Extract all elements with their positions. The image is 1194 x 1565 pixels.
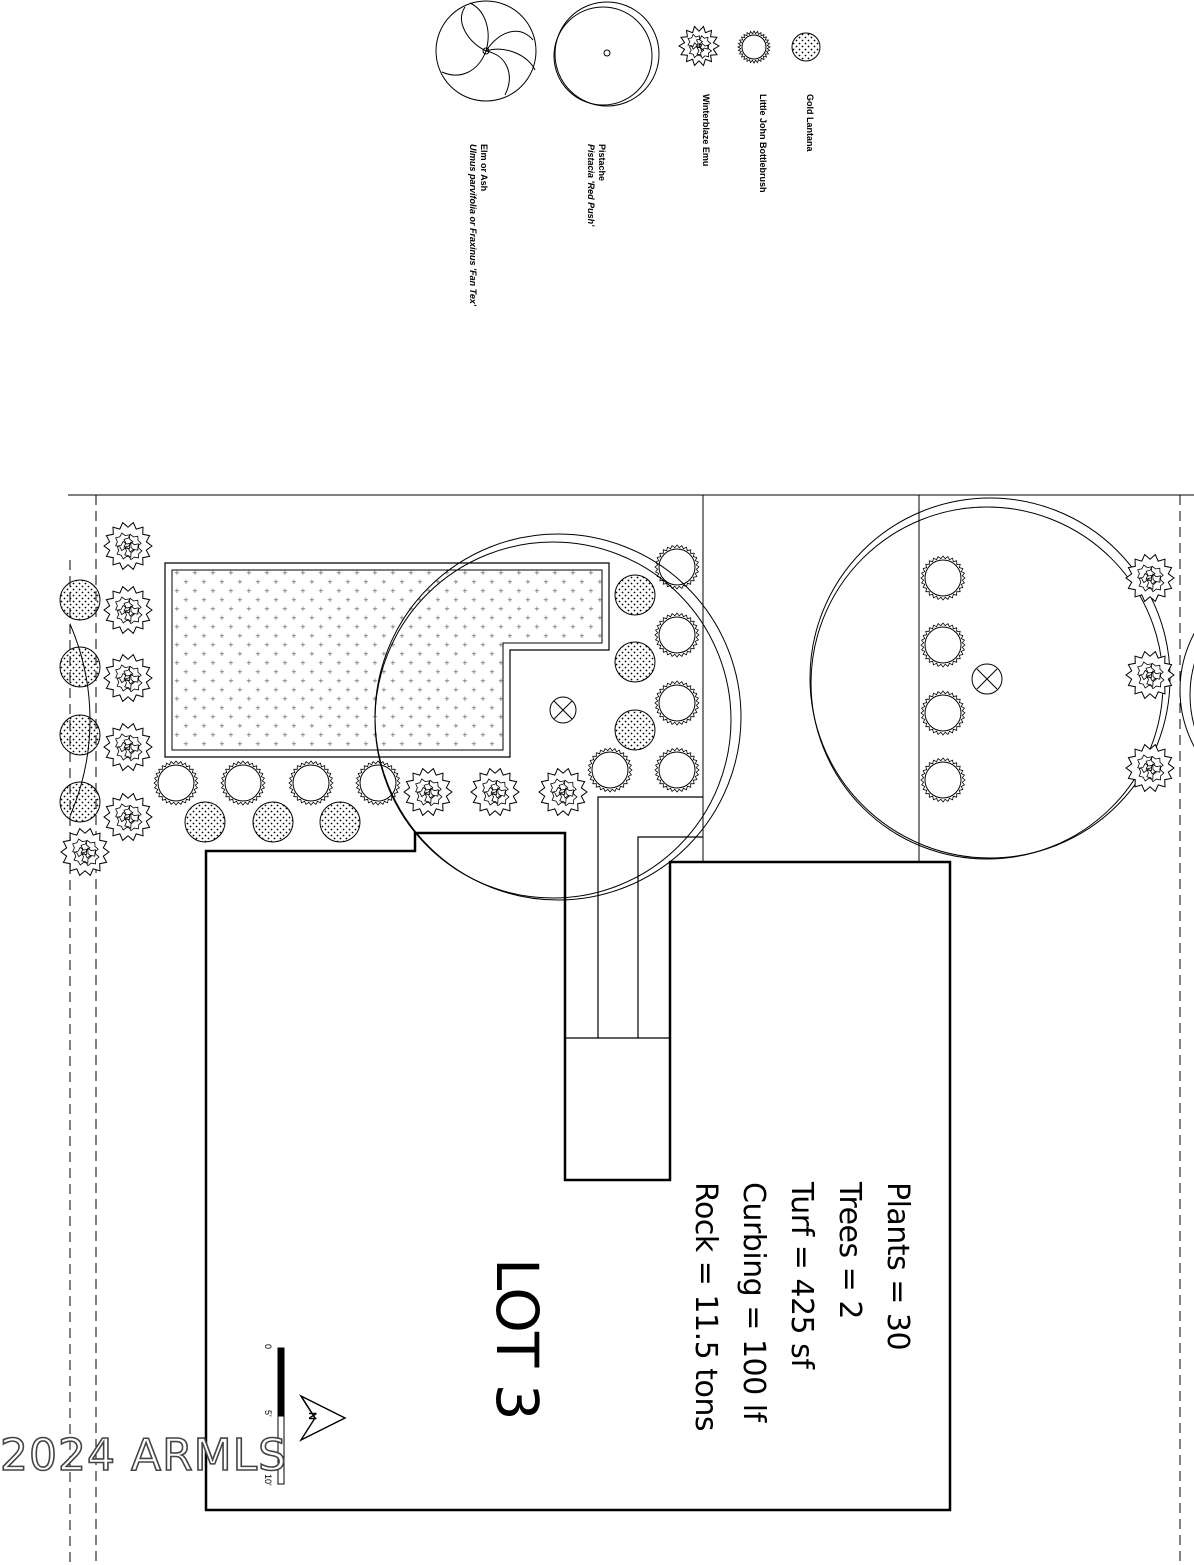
trees-count: Trees = 2 [832, 1182, 867, 1319]
little-john-bottlebrush-plant [220, 760, 266, 806]
gold-lantana-plant [252, 801, 294, 843]
little-john-bottlebrush-plant [920, 622, 966, 668]
winterblaze-emu-plant [103, 792, 153, 842]
gold-lantana-plant [614, 574, 656, 616]
gold-lantana-plant [184, 801, 226, 843]
turf-area-value: Turf = 425 sf [784, 1182, 819, 1369]
quantity-summary: Plants = 30 Trees = 2 Turf = 425 sf Curb… [681, 1182, 921, 1431]
winterblaze-emu-plant [103, 521, 153, 571]
gold-lantana-plant [59, 714, 101, 756]
rock-quantity: Rock = 11.5 tons [688, 1182, 723, 1432]
tree-trunk-marker [971, 663, 1003, 695]
scale-label-zero: 0 [263, 1344, 273, 1350]
scale-bar [277, 1347, 285, 1485]
legend-pistache-icon [553, 1, 660, 107]
tree-trunk-marker [549, 696, 577, 724]
little-john-bottlebrush-plant [654, 612, 700, 658]
little-john-bottlebrush-plant [654, 680, 700, 726]
gold-lantana-plant [59, 781, 101, 823]
little-john-bottlebrush-plant [288, 760, 334, 806]
scale-label-five: 5' [263, 1410, 273, 1417]
house-footprint [204, 796, 952, 1512]
gold-lantana-plant [614, 641, 656, 683]
little-john-bottlebrush-plant [920, 690, 966, 736]
legend-little-john-icon [737, 30, 771, 64]
winterblaze-emu-plant [103, 585, 153, 635]
gold-lantana-plant [319, 801, 361, 843]
little-john-bottlebrush-plant [587, 747, 633, 793]
little-john-bottlebrush-plant [654, 544, 700, 590]
planting-layer [59, 521, 1175, 877]
little-john-bottlebrush-plant [654, 747, 700, 793]
gold-lantana-plant [59, 579, 101, 621]
legend-winterblaze-emu-label: Winterblaze Emu [701, 94, 711, 167]
legend-elm-ash-label: Elm or Ash Ulmus parvifolia or Fraxinus … [468, 144, 489, 306]
plants-count: Plants = 30 [880, 1182, 915, 1351]
north-label: N [306, 1412, 318, 1420]
legend-winterblaze-emu-icon [678, 25, 720, 67]
winterblaze-emu-plant [1125, 743, 1175, 793]
winterblaze-emu-plant [403, 767, 453, 817]
winterblaze-emu-plant [1125, 650, 1175, 700]
winterblaze-emu-plant [470, 767, 520, 817]
winterblaze-emu-plant [103, 653, 153, 703]
legend-elm-ash-icon [435, 0, 537, 102]
north-arrow-icon [299, 1394, 347, 1442]
watermark: 2024 ARMLS [0, 1429, 288, 1482]
little-john-bottlebrush-plant [920, 757, 966, 803]
little-john-bottlebrush-plant [920, 555, 966, 601]
gold-lantana-plant [614, 709, 656, 751]
winterblaze-emu-plant [60, 827, 110, 877]
winterblaze-emu-plant [1125, 553, 1175, 603]
little-john-bottlebrush-plant [153, 760, 199, 806]
legend-symbols [435, 0, 821, 107]
little-john-bottlebrush-plant [355, 760, 401, 806]
legend-pistache-label: Pistache Pistacia 'Red Push' [586, 144, 607, 227]
legend-little-john-label: Little John Bottlebrush [758, 94, 768, 193]
winterblaze-emu-plant [538, 767, 588, 817]
turf-area [164, 562, 610, 758]
curbing-length: Curbing = 100 lf [736, 1182, 771, 1422]
legend-gold-lantana-label: Gold Lantana [805, 94, 815, 152]
lot-label: LOT 3 [483, 1258, 551, 1420]
winterblaze-emu-plant [103, 722, 153, 772]
gold-lantana-plant [59, 646, 101, 688]
legend-gold-lantana-icon [791, 32, 821, 62]
